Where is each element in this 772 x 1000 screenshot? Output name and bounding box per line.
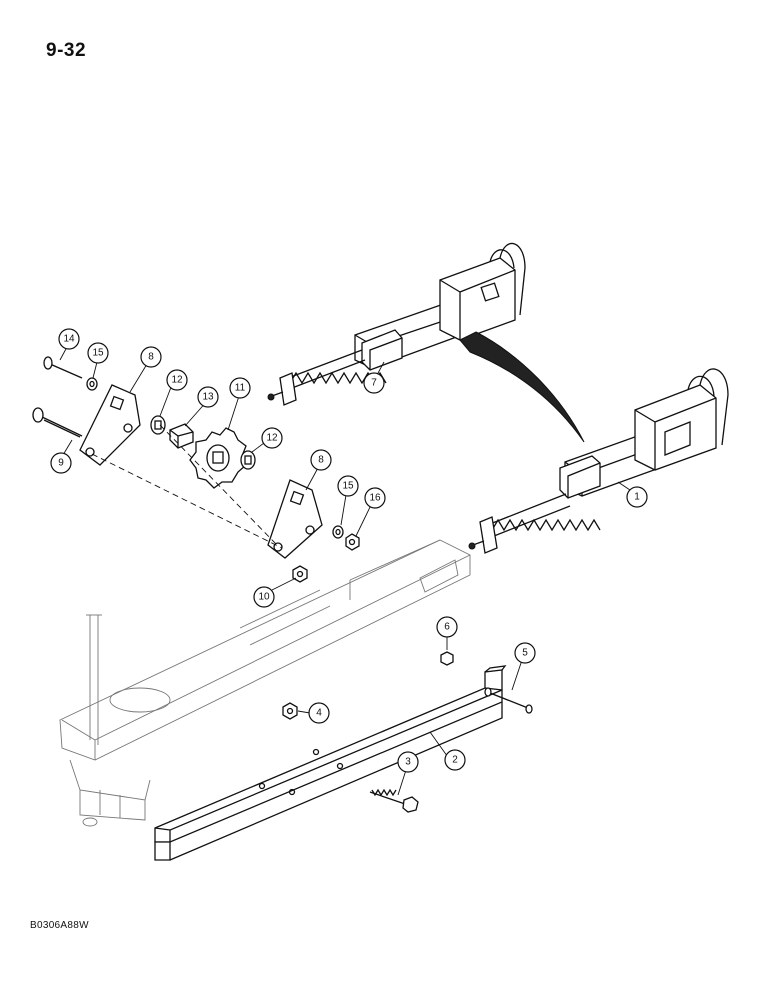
svg-text:5: 5 bbox=[522, 648, 528, 659]
page-number: 9-32 bbox=[46, 40, 87, 61]
callout-7: 7 bbox=[363, 372, 385, 394]
callout-6: 6 bbox=[436, 616, 458, 638]
callout-11: 11 bbox=[229, 377, 251, 399]
callout-8a: 8 bbox=[140, 346, 162, 368]
callout-15b: 15 bbox=[337, 475, 359, 497]
svg-text:1: 1 bbox=[634, 492, 640, 503]
callout-4: 4 bbox=[308, 702, 330, 724]
callout-5: 5 bbox=[514, 642, 536, 664]
callout-3: 3 bbox=[397, 751, 419, 773]
callout-2: 2 bbox=[444, 749, 466, 771]
svg-text:6: 6 bbox=[444, 622, 450, 633]
svg-text:4: 4 bbox=[316, 708, 322, 719]
callout-14: 14 bbox=[58, 328, 80, 350]
guard-hardware bbox=[282, 651, 533, 813]
figure-code: B0306A88W bbox=[30, 920, 89, 931]
tensioner-assembly-upper bbox=[267, 242, 526, 406]
callout-8b: 8 bbox=[310, 449, 332, 471]
svg-text:7: 7 bbox=[371, 378, 377, 389]
idler-parts bbox=[32, 356, 360, 583]
callout-10: 10 bbox=[253, 586, 275, 608]
svg-text:9: 9 bbox=[58, 458, 64, 469]
svg-text:8: 8 bbox=[318, 455, 324, 466]
callout-13: 13 bbox=[197, 386, 219, 408]
tensioner-assembly-lower bbox=[468, 368, 729, 554]
svg-text:12: 12 bbox=[266, 433, 278, 444]
channel-guard bbox=[154, 665, 507, 861]
callout-16: 16 bbox=[364, 487, 386, 509]
svg-text:11: 11 bbox=[235, 383, 246, 394]
callout-9: 9 bbox=[50, 452, 72, 474]
callout-1: 1 bbox=[626, 486, 648, 508]
svg-text:10: 10 bbox=[258, 592, 270, 603]
svg-text:3: 3 bbox=[405, 757, 411, 768]
svg-text:14: 14 bbox=[63, 334, 75, 345]
callout-12b: 12 bbox=[261, 427, 283, 449]
svg-text:13: 13 bbox=[202, 392, 214, 403]
svg-text:8: 8 bbox=[148, 352, 154, 363]
frame-ghost bbox=[59, 539, 471, 827]
svg-text:16: 16 bbox=[369, 493, 381, 504]
svg-text:15: 15 bbox=[342, 481, 354, 492]
svg-text:12: 12 bbox=[171, 375, 183, 386]
svg-text:15: 15 bbox=[92, 348, 104, 359]
exchange-arrow bbox=[459, 331, 585, 443]
callout-15a: 15 bbox=[87, 342, 109, 364]
svg-text:2: 2 bbox=[452, 755, 458, 766]
callout-12a: 12 bbox=[166, 369, 188, 391]
